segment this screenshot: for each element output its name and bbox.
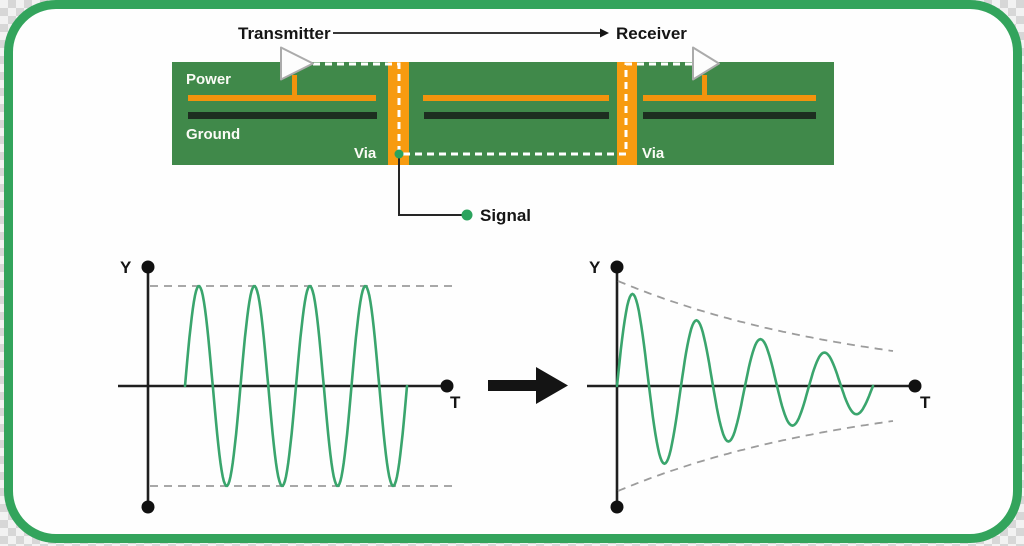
via-label-left: Via xyxy=(354,145,377,162)
left-plot-y-axis-label: Y xyxy=(120,258,132,277)
ground-plane-segment-right xyxy=(643,112,816,119)
transmitter-pin-stub xyxy=(292,75,297,98)
right-plot-t-axis-label: T xyxy=(920,393,931,412)
pcb-cross-section xyxy=(172,62,834,165)
right-plot-y-axis-label: Y xyxy=(589,258,601,277)
ground-label: Ground xyxy=(186,126,241,143)
via-barrel-left xyxy=(388,62,409,165)
power-plane-segment-right xyxy=(643,95,816,101)
receiver-pin-stub xyxy=(702,75,707,98)
left-plot-t-axis-label: T xyxy=(450,393,461,412)
signal-label: Signal xyxy=(480,206,532,225)
receiver-label: Receiver xyxy=(616,24,687,43)
via-label-right: Via xyxy=(642,145,665,162)
power-plane-segment-middle xyxy=(423,95,609,101)
power-plane-segment-left xyxy=(188,95,376,101)
power-label: Power xyxy=(186,71,232,88)
ground-plane-segment-middle xyxy=(424,112,609,119)
ground-plane-segment-left xyxy=(188,112,377,119)
transmitter-label: Transmitter xyxy=(238,24,331,43)
via-barrel-right xyxy=(617,62,637,165)
